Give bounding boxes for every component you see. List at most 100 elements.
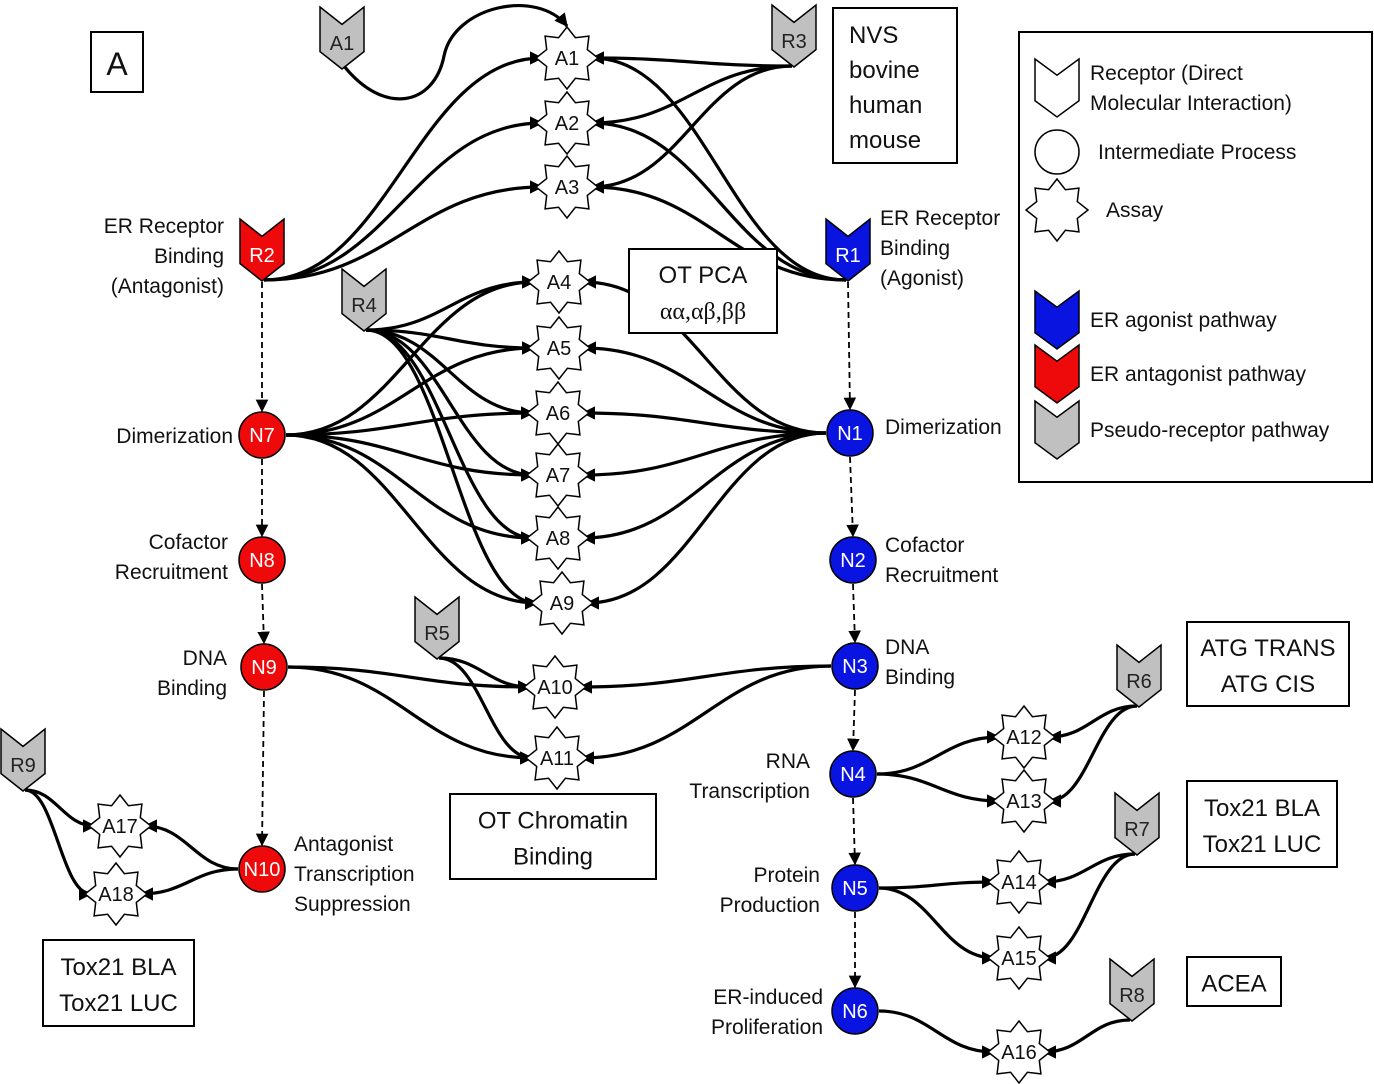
assay-edge-R8-A16 (1042, 1018, 1131, 1059)
assay-A17[interactable]: A17 (87, 793, 153, 859)
source-box-ot-chromatin-line: OT Chromatin (478, 808, 628, 835)
process-N5-label: Production (720, 894, 820, 917)
process-N4[interactable]: N4 (829, 750, 877, 798)
process-N6[interactable]: N6 (831, 987, 879, 1035)
process-N8-label: Recruitment (115, 561, 228, 584)
source-box-acea-line: ACEA (1201, 971, 1266, 998)
pathway-edge-N4-N5 (848, 797, 861, 866)
receptor-A1[interactable]: A1 (319, 5, 365, 70)
receptor-id: A1 (330, 33, 354, 55)
receptor-R2[interactable]: R2 (239, 217, 285, 282)
assay-A3[interactable]: A3 (534, 154, 600, 220)
legend-receptor-icon (1034, 343, 1080, 404)
assay-edge-R9-A18 (24, 788, 93, 901)
assay-A4[interactable]: A4 (526, 249, 592, 315)
process-N2[interactable]: N2 (829, 536, 877, 584)
legend-item-label: Assay (1106, 199, 1164, 222)
process-N5-label: Protein (753, 864, 820, 887)
assay-A7[interactable]: A7 (525, 442, 591, 508)
receptor-R9[interactable]: R9 (0, 727, 46, 792)
assay-A14[interactable]: A14 (986, 849, 1052, 915)
source-box-nvs-line: human (849, 92, 922, 119)
assay-edge-N3-A10 (578, 664, 832, 694)
assay-A6[interactable]: A6 (525, 380, 591, 446)
process-N10[interactable]: N10 (238, 845, 286, 893)
process-N7[interactable]: N7 (238, 411, 286, 459)
source-box-nvs-line: NVS (849, 22, 898, 49)
receptor-R1-label: ER Receptor (880, 207, 1000, 230)
assay-A9[interactable]: A9 (529, 570, 595, 636)
assay-edge-RA1-A1 (342, 4, 569, 101)
assay-id: A4 (547, 272, 571, 294)
assay-A5[interactable]: A5 (526, 315, 592, 381)
receptor-R7[interactable]: R7 (1114, 791, 1160, 856)
assay-A16[interactable]: A16 (986, 1019, 1052, 1084)
process-N3[interactable]: N3 (831, 642, 879, 690)
legend-item-2: Assay (1024, 177, 1164, 243)
process-N10-label: Antagonist (294, 833, 393, 856)
source-box-tox21-right-line: Tox21 BLA (1204, 795, 1320, 822)
assay-edge-R4-A4 (365, 275, 536, 332)
assay-id: A15 (1001, 948, 1037, 970)
assay-A13[interactable]: A13 (991, 768, 1057, 834)
assay-star-icon (534, 154, 600, 220)
assay-id: A17 (102, 816, 138, 838)
receptor-R3[interactable]: R3 (771, 3, 817, 68)
assay-star-icon (991, 704, 1057, 770)
process-N3-label: DNA (885, 636, 929, 659)
assay-A18[interactable]: A18 (83, 861, 149, 927)
process-circle-icon (826, 409, 874, 457)
assay-star-icon (986, 1019, 1052, 1084)
process-N4-label: RNA (766, 750, 810, 773)
receptor-id: R2 (249, 245, 275, 267)
pathway-edge-N1-N2 (846, 456, 859, 538)
assay-id: A7 (546, 465, 570, 487)
assay-edge-N6-A16 (878, 1009, 996, 1059)
assay-edge-R7-A14 (1042, 852, 1136, 889)
process-id: N8 (249, 550, 275, 572)
process-N1[interactable]: N1 (826, 409, 874, 457)
assay-edge-N3-A11 (580, 664, 832, 765)
assay-edge-R6-A12 (1047, 704, 1138, 744)
process-N5[interactable]: N5 (831, 864, 879, 912)
source-box-atg-line: ATG TRANS (1200, 635, 1335, 662)
process-circle-icon (831, 864, 879, 912)
process-N9[interactable]: N9 (240, 643, 288, 691)
process-circle-icon (829, 750, 877, 798)
assay-edge-N7-A7 (285, 433, 535, 482)
receptor-R4[interactable]: R4 (341, 267, 387, 332)
assay-A15[interactable]: A15 (986, 925, 1052, 991)
receptor-R1[interactable]: R1 (825, 217, 871, 282)
process-circle-icon (238, 536, 286, 584)
assay-edge-R4-A9 (365, 328, 539, 610)
source-box-ot-chromatin-line: Binding (513, 844, 593, 871)
receptor-R2-label: Binding (154, 245, 224, 268)
receptor-chevron-icon (0, 727, 46, 792)
assay-A10[interactable]: A10 (522, 654, 588, 720)
assay-A11[interactable]: A11 (524, 725, 590, 791)
receptor-R5[interactable]: R5 (414, 595, 460, 660)
assay-star-icon (526, 315, 592, 381)
legend-item-label: Intermediate Process (1098, 141, 1296, 164)
assay-edge-N7-A5 (285, 341, 536, 437)
receptor-R8[interactable]: R8 (1109, 957, 1155, 1022)
assay-A8[interactable]: A8 (525, 505, 591, 571)
panel-label-text: A (106, 46, 128, 82)
process-N2-label: Recruitment (885, 564, 998, 587)
receptor-R6[interactable]: R6 (1116, 643, 1162, 708)
assay-A12[interactable]: A12 (991, 704, 1057, 770)
receptor-id: R3 (781, 31, 807, 53)
receptor-id: R7 (1124, 819, 1150, 841)
process-N8[interactable]: N8 (238, 536, 286, 584)
assay-A1[interactable]: A1 (534, 25, 600, 91)
assay-edge-N7-A9 (285, 433, 539, 610)
process-N7-label: Dimerization (116, 425, 233, 448)
source-box-nvs-line: mouse (849, 127, 921, 154)
process-N9-label: Binding (157, 677, 227, 700)
assay-edge-R1-A3 (590, 180, 847, 282)
assay-A2[interactable]: A2 (534, 90, 600, 156)
assay-star-icon (87, 793, 153, 859)
